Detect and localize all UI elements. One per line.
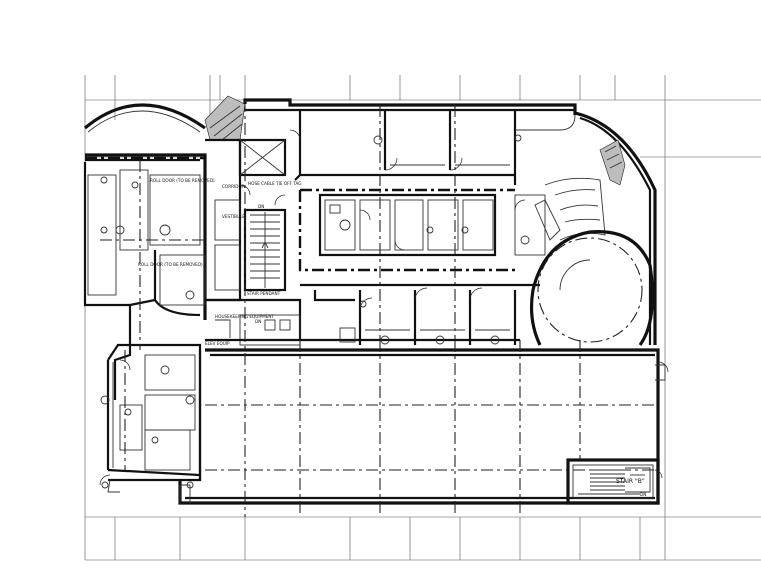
hose-note-label: HOSE CABLE TIE OFF TAG [248,181,302,186]
lower-open-area [178,100,669,517]
stair-pendant-label: STAIR PENDANT [247,291,281,296]
stair-b-label: STAIR "B" [616,478,645,485]
vestibule-label: VESTIBULE [222,214,245,219]
housekeeping-label: HOUSEKEEPING EQUIPMENT [215,314,274,319]
central-core [205,138,302,346]
inner-restroom-core [318,193,497,257]
roll-door-label-b: ROLL DOOR (TO BE REMOVED) [138,262,203,267]
left-dn-label: DN [255,319,261,324]
main-stair-dn-label: DN [258,204,264,209]
roll-door-label-a: ROLL DOOR (TO BE REMOVED) [150,178,215,183]
stair-b-dn-label: DN [640,492,646,497]
stair-b [566,458,663,505]
corridor-label: CORRIDOR [222,184,245,189]
left-wing-walls [83,153,207,493]
upper-right-curved-wall [574,111,657,345]
elev-equip-label: ELEV EQUIP [205,341,230,346]
fixture-markers [100,134,522,489]
left-dashed-corridor [85,156,205,470]
main-corridor-loop [298,105,515,340]
upper-left-curved-wing [83,95,246,141]
round-room [529,230,655,346]
lower-office-band [300,283,540,345]
top-wall-outline [243,98,577,185]
